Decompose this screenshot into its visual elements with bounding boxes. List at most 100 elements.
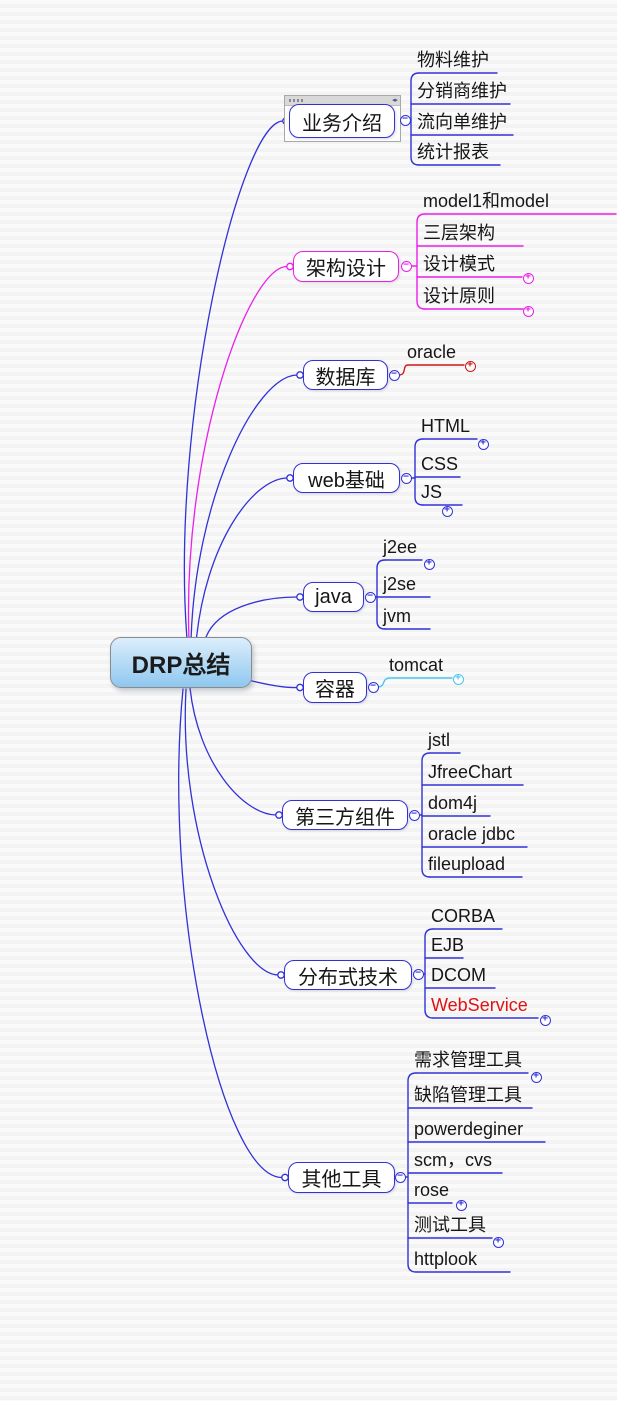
subtopic-label[interactable]: 统计报表 [417,142,489,162]
subtopic-label[interactable]: j2ee [383,537,418,557]
subtopic-label[interactable]: 设计模式 [423,254,495,274]
subtopic-label[interactable]: 物料维护 [417,50,489,70]
collapse-toggle[interactable]: − [408,808,420,821]
plus-glyph: + [467,359,473,371]
subtopic-label[interactable]: fileupload [428,854,506,874]
subtopic-label[interactable]: WebService [431,995,528,1015]
plus-glyph: + [542,1013,548,1025]
expand-toggle[interactable]: + [539,1013,551,1026]
subtopic-label[interactable]: 流向单维护 [417,112,507,132]
subtopic-label[interactable]: dom4j [428,793,478,813]
branch-topic-label: 分布式技术 [298,966,398,989]
resize-arrows-icon: ◂▸ [391,97,398,104]
expand-toggle[interactable]: + [477,437,489,450]
minus-glyph: − [415,967,421,979]
expand-toggle[interactable]: + [455,1198,467,1211]
branch-connector-line [247,679,298,689]
subtopic-label[interactable]: httplook [414,1249,478,1269]
subtopic-label[interactable]: oracle jdbc [428,824,516,844]
plus-glyph: + [480,437,486,449]
expand-toggle[interactable]: + [522,271,534,284]
collapse-toggle[interactable]: − [412,967,424,980]
subtopic-label[interactable]: scm，cvs [414,1150,492,1170]
subtopic-label[interactable]: DCOM [431,965,486,985]
branch-topic[interactable]: 数据库 [303,360,388,390]
branch-connector-line [184,688,279,976]
branch-connector-line [178,688,283,1179]
minus-glyph: − [370,680,376,692]
subtopic-label[interactable]: j2se [383,574,417,594]
collapse-toggle[interactable]: − [367,680,379,693]
minus-glyph: − [411,808,417,820]
subtopic-label[interactable]: 测试工具 [414,1215,486,1235]
branch-topic-label: 业务介绍 [302,112,382,135]
plus-glyph: + [458,1198,464,1210]
expand-toggle[interactable]: + [441,504,453,517]
plus-glyph: + [525,304,531,316]
plus-glyph: + [525,271,531,283]
branch-topic[interactable]: 业务介绍 [289,104,395,138]
branch-connector-line [376,559,386,630]
subtopic-label[interactable]: 设计原则 [423,286,495,306]
branch-connector-line [398,364,465,376]
minus-glyph: − [367,590,373,602]
collapse-toggle[interactable]: − [364,590,376,603]
plus-glyph: + [455,672,461,684]
branch-connector-line [195,477,288,644]
expand-toggle[interactable]: + [492,1235,504,1248]
branch-topic-label: 其他工具 [301,1169,382,1191]
branch-connector-line [414,438,424,506]
subtopic-label[interactable]: 需求管理工具 [414,1050,522,1070]
expand-toggle[interactable]: + [423,558,435,570]
branch-connector-line [377,677,453,688]
plus-glyph: + [444,504,450,516]
expand-toggle[interactable]: + [522,304,534,317]
branch-connector-line [189,687,277,816]
subtopic-label[interactable]: 缺陷管理工具 [414,1085,522,1105]
branch-topic[interactable]: web基础 [293,463,400,493]
expand-toggle[interactable]: + [530,1071,542,1083]
collapse-toggle[interactable]: − [394,1170,406,1183]
central-topic-label: DRP总结 [131,652,231,679]
subtopic-label[interactable]: CSS [421,454,459,474]
subtopic-label[interactable]: 三层架构 [423,223,495,243]
minus-glyph: − [397,1170,403,1182]
subtopic-label[interactable]: jvm [383,606,411,626]
branch-topic-label: 容器 [315,679,355,701]
subtopic-label[interactable]: powerdeginer [414,1119,524,1139]
subtopic-label[interactable]: tomcat [389,655,444,675]
minus-glyph: − [391,368,397,380]
branch-connector-line [187,265,288,641]
branch-topic[interactable]: 第三方组件 [282,800,408,830]
branch-topic-label: 数据库 [315,366,376,389]
central-topic[interactable]: DRP总结 [110,637,252,688]
minus-glyph: − [403,471,409,483]
branch-connector-line [410,72,420,166]
branch-topic[interactable]: 架构设计 [293,251,399,282]
branch-connector-line [190,374,298,642]
branch-topic[interactable]: java [303,582,364,612]
branch-topic[interactable]: 其他工具 [288,1162,395,1193]
subtopic-label[interactable]: CORBA [431,906,496,926]
branch-topic[interactable]: 容器 [303,672,367,703]
subtopic-label[interactable]: jstl [428,730,450,750]
subtopic-label[interactable]: rose [414,1180,450,1200]
branch-topic[interactable]: 分布式技术 [284,960,412,990]
subtopic-label[interactable]: 分销商维护 [417,81,507,101]
expand-toggle[interactable]: + [452,672,464,685]
subtopic-label[interactable]: HTML [421,416,470,436]
collapse-toggle[interactable]: − [388,368,400,381]
collapse-toggle[interactable]: − [400,260,412,272]
subtopic-label[interactable]: EJB [431,935,465,955]
subtopic-label[interactable]: JfreeChart [428,762,513,782]
branch-connector-line [421,752,431,878]
plus-glyph: + [495,1235,501,1247]
subtopic-label[interactable]: model1和model [423,191,550,211]
subtopic-label[interactable]: oracle [407,342,457,362]
subtopic-label[interactable]: JS [421,482,443,502]
branch-topic-label: 架构设计 [306,258,386,280]
expand-toggle[interactable]: + [464,359,476,372]
collapse-toggle[interactable]: − [400,471,412,484]
collapse-toggle[interactable]: − [399,114,411,126]
